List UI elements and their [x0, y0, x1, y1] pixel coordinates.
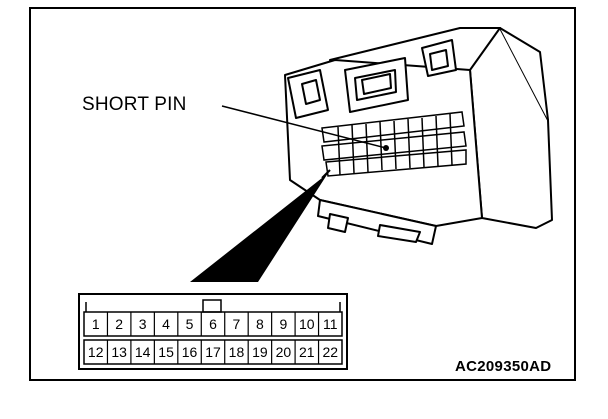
pin-number: 6	[209, 316, 217, 332]
pin-number: 13	[111, 344, 127, 360]
pin-number: 18	[228, 344, 245, 360]
figure-id-label: AC209350AD	[455, 358, 552, 375]
connector-body	[284, 27, 553, 245]
pin-number: 9	[279, 316, 288, 332]
pin-number: 21	[299, 344, 315, 360]
pin-number: 20	[275, 344, 292, 360]
pin-number: 19	[252, 344, 268, 360]
pin-number: 1	[91, 316, 100, 332]
pin-number: 22	[322, 344, 339, 360]
figure-frame	[29, 7, 576, 381]
pin-number: 14	[134, 344, 151, 360]
pin-number: 15	[158, 344, 174, 360]
detail-pointer-wedge	[190, 170, 330, 282]
pin-dividers	[106, 312, 320, 364]
pin-number: 16	[181, 344, 198, 360]
pin-number: 8	[256, 316, 264, 332]
pin-number: 3	[138, 316, 147, 332]
pin-number: 5	[185, 316, 194, 332]
short-pin-label: SHORT PIN	[82, 94, 187, 115]
pin-number: 10	[299, 316, 315, 332]
short-pin-marker	[383, 145, 389, 151]
pin-number: 4	[162, 316, 170, 332]
pinout-diagram	[78, 293, 348, 370]
pin-number: 11	[322, 316, 338, 332]
pin-number: 7	[232, 316, 241, 332]
pin-number: 12	[87, 344, 104, 360]
pin-number: 2	[115, 316, 124, 332]
short-pin-leader-line	[221, 105, 387, 149]
pin-number: 17	[205, 344, 221, 360]
